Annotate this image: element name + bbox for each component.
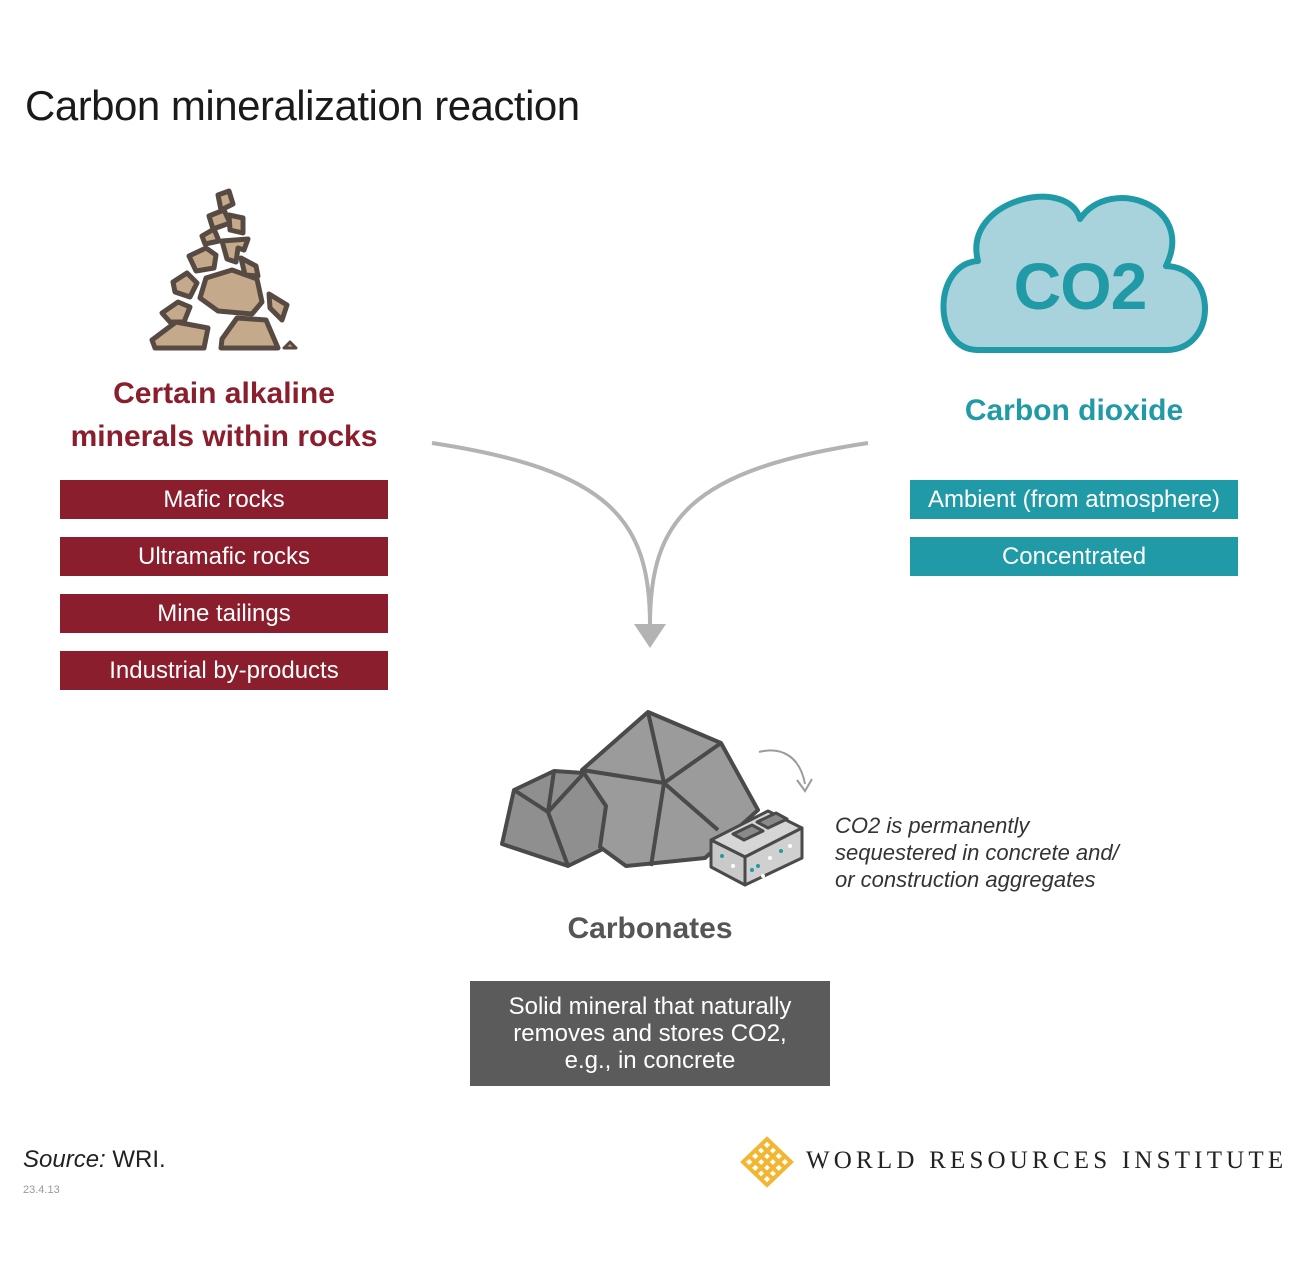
converging-arrows xyxy=(431,441,869,626)
carbonates-heading: Carbonates xyxy=(567,912,733,945)
rock-pile-icon xyxy=(149,188,298,351)
wri-logo-icon xyxy=(740,1136,794,1188)
minerals-heading: Certain alkaline minerals within rocks xyxy=(60,372,388,458)
minerals-heading-line: Certain alkaline xyxy=(113,377,335,410)
source-value: WRI. xyxy=(105,1146,166,1173)
cloud-label: CO2 xyxy=(1013,249,1148,323)
mineral-tag-mafic: Mafic rocks xyxy=(60,480,388,519)
mineral-tag-industrial: Industrial by-products xyxy=(60,651,388,690)
minerals-heading-line: minerals within rocks xyxy=(70,420,378,453)
source-credit: Source: WRI. xyxy=(23,1146,166,1174)
figure-code: 23.4.13 xyxy=(23,1184,60,1196)
curved-arrow-icon xyxy=(758,749,806,785)
carbonates-description: Solid mineral that naturally removes and… xyxy=(470,981,830,1086)
note-line: or construction aggregates xyxy=(835,867,1096,892)
co2-tag-concentrated: Concentrated xyxy=(910,537,1238,576)
wri-logo-text: WORLD RESOURCES INSTITUTE xyxy=(806,1147,1288,1174)
cloud-icon xyxy=(940,193,1208,353)
carbonates-line: e.g., in concrete xyxy=(564,1047,736,1074)
carbonates-line: Solid mineral that naturally xyxy=(508,993,792,1020)
gray-rocks-icon xyxy=(500,710,760,868)
co2-heading: Carbon dioxide xyxy=(964,394,1184,427)
sequestration-note: CO2 is permanently sequestered in concre… xyxy=(835,812,1119,893)
concrete-dots xyxy=(720,844,792,878)
mineral-tag-ultramafic: Ultramafic rocks xyxy=(60,537,388,576)
mineral-tag-mine-tailings: Mine tailings xyxy=(60,594,388,633)
source-label: Source: xyxy=(23,1146,106,1173)
arrow-head xyxy=(634,624,666,648)
carbonates-line: removes and stores CO2, xyxy=(513,1020,787,1047)
co2-tag-ambient: Ambient (from atmosphere) xyxy=(910,480,1238,519)
concrete-block-icon xyxy=(709,809,804,887)
note-line: CO2 is permanently xyxy=(835,813,1030,838)
page-title: Carbon mineralization reaction xyxy=(25,82,580,129)
note-line: sequestered in concrete and/ xyxy=(835,840,1119,865)
